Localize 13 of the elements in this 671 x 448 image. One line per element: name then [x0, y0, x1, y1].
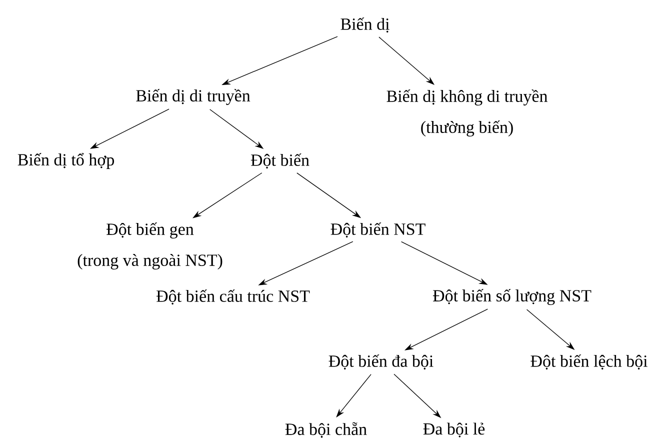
tree-node-text: Đột biến NST: [330, 222, 426, 238]
tree-node-text: Đa bội chẵn: [285, 422, 367, 438]
tree-node-text: Đột biến đa bội: [328, 354, 434, 370]
tree-node-text: Biến dị tổ hợp: [18, 153, 114, 169]
tree-node-text: Biến dị: [340, 17, 390, 33]
tree-node-text: Đa bội lẻ: [423, 422, 485, 438]
tree-node-text: Đột biến: [250, 153, 310, 169]
tree-node-text: Biến dị không di truyền (thường biến): [386, 90, 548, 136]
tree-node-text: Đột biến cấu trúc NST: [156, 289, 310, 305]
tree-node-text: Đột biến lệch bội: [530, 354, 648, 370]
tree-node-text: Đột biến số lượng NST: [432, 289, 592, 305]
tree-node-text: Biến dị di truyền: [136, 89, 250, 105]
tree-node-text: Đột biến gen (trong và ngoài NST): [78, 222, 222, 270]
